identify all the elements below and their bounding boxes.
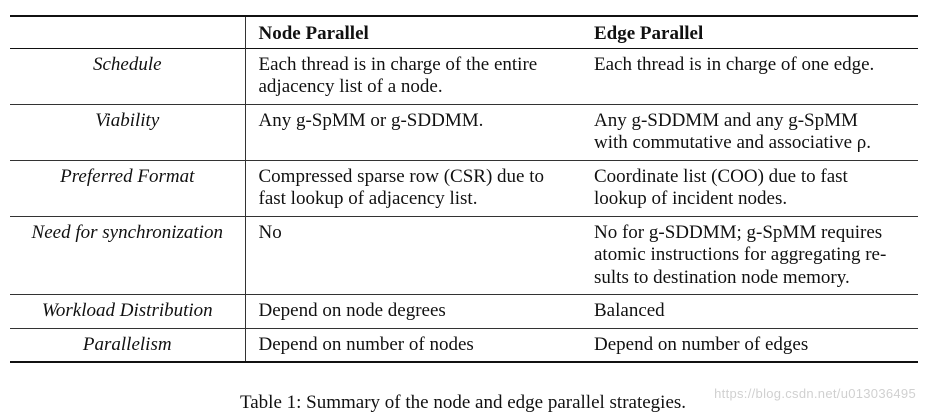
cell-line: Coordinate list (COO) due to fast (594, 165, 848, 187)
summary-table-container: Node Parallel Edge Parallel Schedule Eac… (10, 15, 918, 363)
cell-line: Any g-SDDMM and any g-SpMM (594, 109, 858, 131)
header-node-parallel: Node Parallel (258, 23, 369, 44)
cell-line: Balanced (594, 300, 665, 321)
cell-line: with commutative and associative ρ. (594, 132, 871, 153)
cell-line: sults to destination node memory. (594, 266, 850, 288)
watermark-text: https://blog.csdn.net/u013036495 (714, 386, 916, 401)
cell-line: Depend on node degrees (258, 300, 446, 321)
cell-node-schedule: Each thread is in charge of the entire a… (245, 48, 581, 104)
cell-edge-preferred-format: Coordinate list (COO) due to fast lookup… (581, 160, 918, 216)
cell-line: Compressed sparse row (CSR) due to (258, 165, 545, 187)
cell-line: lookup of incident nodes. (594, 188, 788, 209)
cell-line: adjacency list of a node. (258, 76, 443, 97)
table-caption: Table 1: Summary of the node and edge pa… (239, 392, 687, 413)
cell-line: Depend on number of nodes (258, 333, 474, 355)
table-row-schedule: Schedule Each thread is in charge of the… (10, 48, 918, 104)
cell-node-parallelism: Depend on number of nodes (245, 328, 581, 362)
row-label-parallelism: Parallelism (10, 328, 246, 362)
cell-edge-workload-distribution: Balanced (581, 295, 918, 329)
row-label-synchronization: Need for synchronization (10, 216, 246, 295)
cell-line: Each thread is in charge of one edge. (594, 53, 875, 75)
cell-line: Any g-SpMM or g-SDDMM. (258, 109, 484, 131)
row-label-schedule: Schedule (10, 48, 246, 104)
cell-edge-viability: Any g-SDDMM and any g-SpMM with commutat… (581, 104, 918, 160)
row-label-viability: Viability (10, 104, 246, 160)
header-edge-parallel: Edge Parallel (594, 23, 704, 44)
cell-node-preferred-format: Compressed sparse row (CSR) due to fast … (245, 160, 581, 216)
cell-node-viability: Any g-SpMM or g-SDDMM. (245, 104, 581, 160)
cell-line: Depend on number of edges (594, 333, 809, 355)
table-row-synchronization: Need for synchronization No No for g-SDD… (10, 216, 918, 295)
cell-line: No for g-SDDMM; g-SpMM requires (594, 221, 883, 243)
row-label-workload-distribution: Workload Distribution (10, 294, 246, 328)
row-label-preferred-format: Preferred Format (10, 160, 246, 216)
table-row-workload-distribution: Workload Distribution Depend on node deg… (10, 294, 918, 329)
cell-line: Each thread is in charge of the entire (258, 53, 538, 75)
summary-table: Node Parallel Edge Parallel Schedule Eac… (10, 15, 918, 363)
table-header-row: Node Parallel Edge Parallel (10, 16, 918, 48)
table-row-parallelism: Parallelism Depend on number of nodes De… (10, 328, 918, 362)
cell-edge-parallelism: Depend on number of edges (581, 328, 918, 362)
table-row-preferred-format: Preferred Format Compressed sparse row (… (10, 160, 918, 216)
cell-node-synchronization: No (245, 216, 581, 295)
header-empty-cell (10, 16, 246, 48)
cell-line: No (258, 221, 282, 243)
cell-edge-schedule: Each thread is in charge of one edge. (581, 48, 918, 104)
cell-edge-synchronization: No for g-SDDMM; g-SpMM requires atomic i… (581, 216, 918, 295)
table-row-viability: Viability Any g-SpMM or g-SDDMM. Any g-S… (10, 104, 918, 160)
cell-line: fast lookup of adjacency list. (258, 188, 478, 209)
cell-node-workload-distribution: Depend on node degrees (245, 295, 581, 329)
cell-line: atomic instructions for aggregating re- (594, 244, 887, 265)
